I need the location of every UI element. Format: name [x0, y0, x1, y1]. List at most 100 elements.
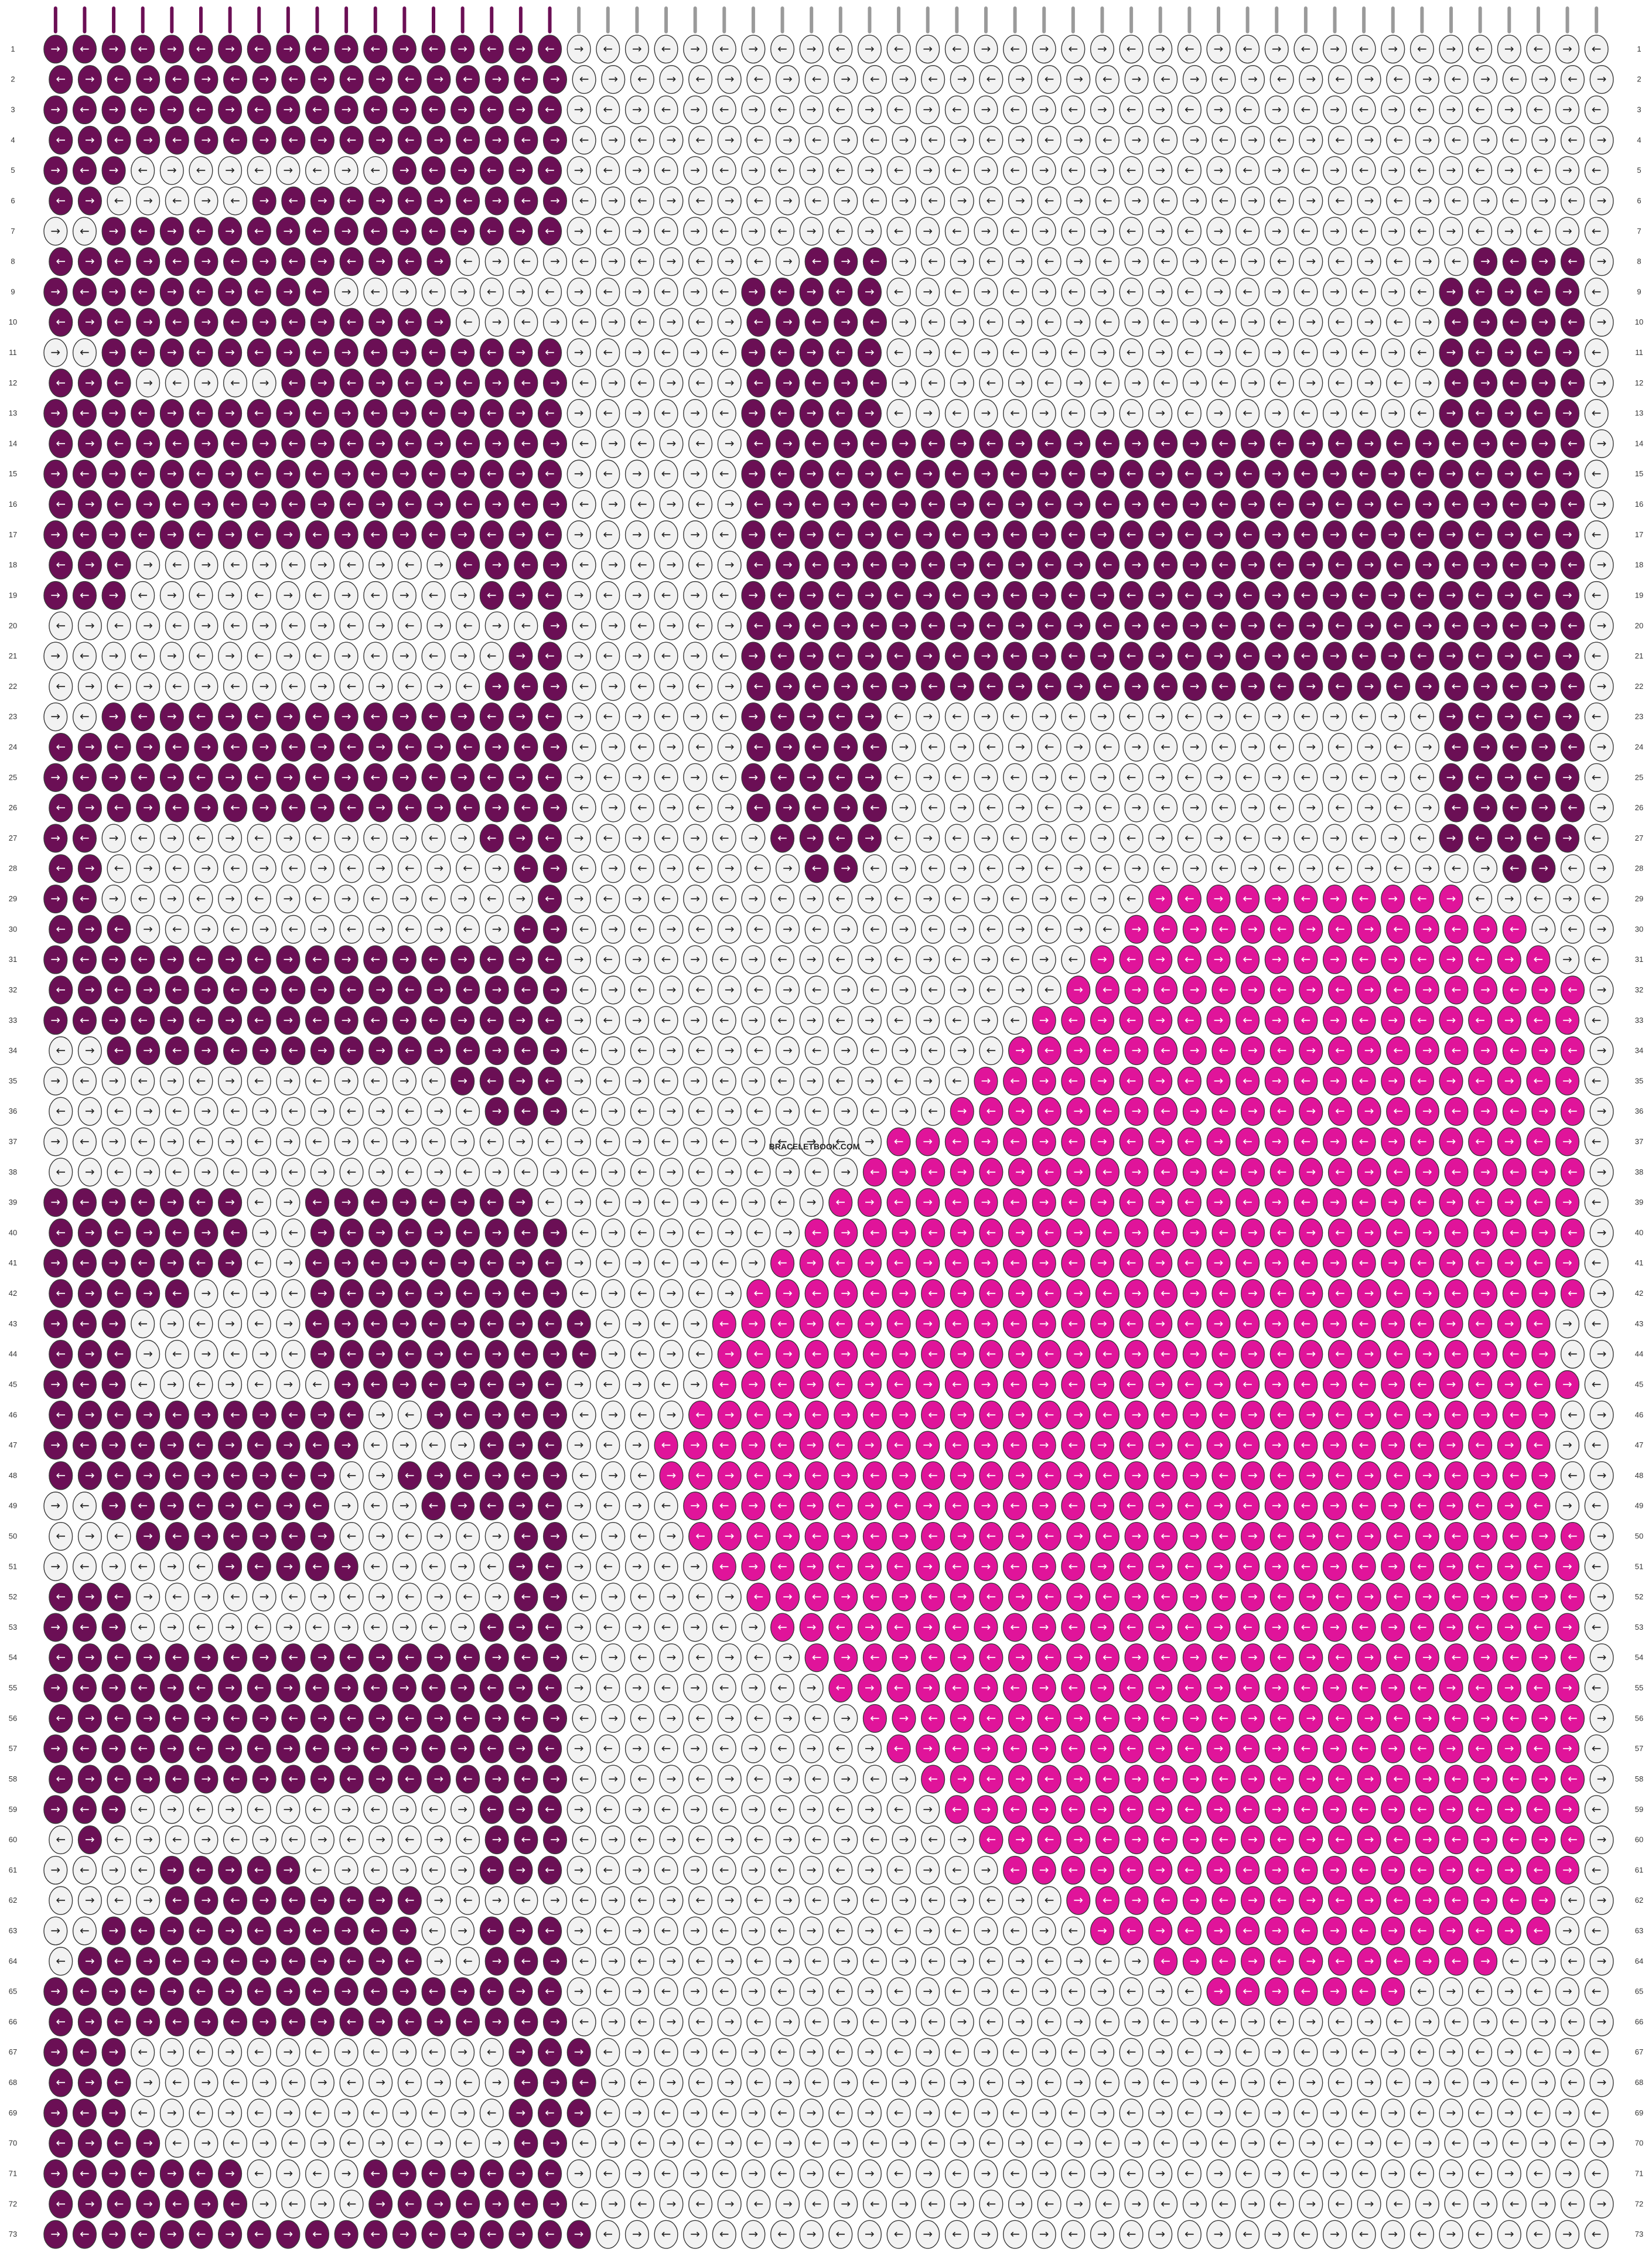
knot: →: [310, 1340, 335, 1369]
knot-arrow-icon: →: [783, 558, 793, 572]
knot: →: [508, 641, 533, 671]
knot: →: [1322, 156, 1347, 185]
knot: →: [1206, 702, 1231, 732]
knot: →: [1555, 338, 1580, 367]
knot-arrow-icon: ←: [487, 1134, 497, 1148]
knot: ←: [107, 308, 131, 337]
knot: →: [1299, 1097, 1323, 1126]
knot-arrow-icon: ←: [370, 103, 380, 117]
knot: →: [624, 277, 649, 306]
knot-arrow-icon: →: [841, 800, 851, 814]
knot-arrow-icon: ←: [870, 193, 880, 207]
knot: →: [1299, 65, 1323, 94]
knot-arrow-icon: →: [1330, 770, 1340, 784]
knot: ←: [1351, 1127, 1376, 1156]
knot: →: [101, 702, 126, 732]
knot-arrow-icon: ←: [719, 588, 729, 602]
knot: →: [542, 1340, 568, 1369]
knot: →: [1381, 581, 1405, 610]
knot: ←: [862, 368, 887, 398]
knot-arrow-icon: ←: [487, 284, 497, 298]
knot: →: [775, 672, 800, 701]
knot: ←: [1211, 611, 1236, 640]
knot-arrow-icon: ←: [1185, 892, 1194, 906]
knot: ←: [456, 368, 480, 398]
knot: →: [717, 65, 742, 94]
knot: →: [77, 1158, 102, 1187]
knot-arrow-icon: →: [1538, 1165, 1548, 1179]
knot-arrow-icon: →: [1597, 1104, 1607, 1118]
knot-arrow-icon: →: [1480, 982, 1490, 997]
knot: ←: [944, 581, 969, 610]
knot: →: [1008, 490, 1033, 519]
knot: ←: [397, 551, 422, 580]
knot: ←: [281, 429, 306, 458]
knot: →: [892, 1279, 916, 1308]
knot-arrow-icon: →: [283, 1073, 293, 1087]
knot: →: [1032, 824, 1056, 853]
knot: →: [857, 399, 882, 428]
knot-arrow-icon: ←: [1335, 1165, 1345, 1179]
knot: →: [717, 1279, 742, 1308]
knot: ←: [1560, 551, 1585, 580]
knot-arrow-icon: →: [923, 406, 933, 420]
knot: ←: [1119, 945, 1144, 974]
knot-arrow-icon: →: [260, 1286, 269, 1300]
knot: →: [218, 217, 243, 246]
knot-arrow-icon: →: [1364, 254, 1374, 268]
knot-arrow-icon: ←: [1417, 1255, 1427, 1269]
knot: →: [1241, 732, 1265, 762]
knot: ←: [688, 793, 713, 823]
knot-arrow-icon: ←: [254, 1134, 264, 1148]
knot-arrow-icon: →: [899, 315, 909, 329]
knot-arrow-icon: ←: [603, 831, 613, 845]
knot: →: [1589, 429, 1614, 458]
knot-arrow-icon: ←: [1475, 1073, 1485, 1087]
knot-arrow-icon: →: [981, 649, 991, 663]
knot: ←: [886, 1248, 911, 1278]
knot-arrow-icon: ←: [1243, 42, 1252, 56]
knot-arrow-icon: →: [1132, 497, 1142, 511]
knot-arrow-icon: ←: [545, 1013, 555, 1027]
knot: ←: [363, 641, 388, 671]
knot-arrow-icon: ←: [463, 1165, 473, 1179]
knot: →: [426, 368, 451, 398]
knot: →: [1182, 65, 1207, 94]
row-number-label: 32: [9, 985, 17, 994]
knot-arrow-icon: ←: [1359, 1195, 1369, 1209]
knot: →: [1589, 247, 1614, 277]
knot-arrow-icon: ←: [1301, 345, 1311, 359]
knot-arrow-icon: ←: [835, 588, 845, 602]
knot: ←: [1502, 247, 1527, 277]
knot-arrow-icon: ←: [138, 163, 148, 177]
knot: ←: [1235, 95, 1260, 125]
knot: →: [276, 581, 301, 610]
knot-arrow-icon: ←: [637, 1225, 647, 1239]
knot: ←: [630, 490, 654, 519]
knot-arrow-icon: ←: [463, 800, 473, 814]
row-number-label: 16: [1635, 500, 1643, 509]
knot-arrow-icon: →: [167, 406, 177, 420]
knot: →: [542, 65, 568, 94]
knot: ←: [479, 399, 504, 428]
knot: ←: [712, 824, 736, 853]
row-number-label: 10: [1635, 318, 1643, 326]
knot-arrow-icon: ←: [812, 1104, 822, 1118]
knot-arrow-icon: ←: [487, 649, 497, 663]
knot: →: [276, 885, 301, 914]
knot-arrow-icon: ←: [719, 709, 729, 724]
knot-arrow-icon: ←: [1068, 527, 1078, 541]
knot: →: [368, 854, 393, 883]
knot: ←: [514, 490, 538, 519]
knot-arrow-icon: ←: [1103, 315, 1112, 329]
knot: →: [450, 641, 475, 671]
knot-arrow-icon: ←: [1243, 163, 1252, 177]
knot-arrow-icon: →: [783, 679, 793, 693]
knot: ←: [1444, 1218, 1469, 1247]
knot: ←: [804, 368, 829, 398]
knot-arrow-icon: ←: [1475, 1195, 1485, 1209]
knot-arrow-icon: ←: [254, 406, 264, 420]
knot: →: [136, 1279, 161, 1308]
knot-arrow-icon: →: [1155, 163, 1165, 177]
knot: ←: [630, 247, 654, 277]
